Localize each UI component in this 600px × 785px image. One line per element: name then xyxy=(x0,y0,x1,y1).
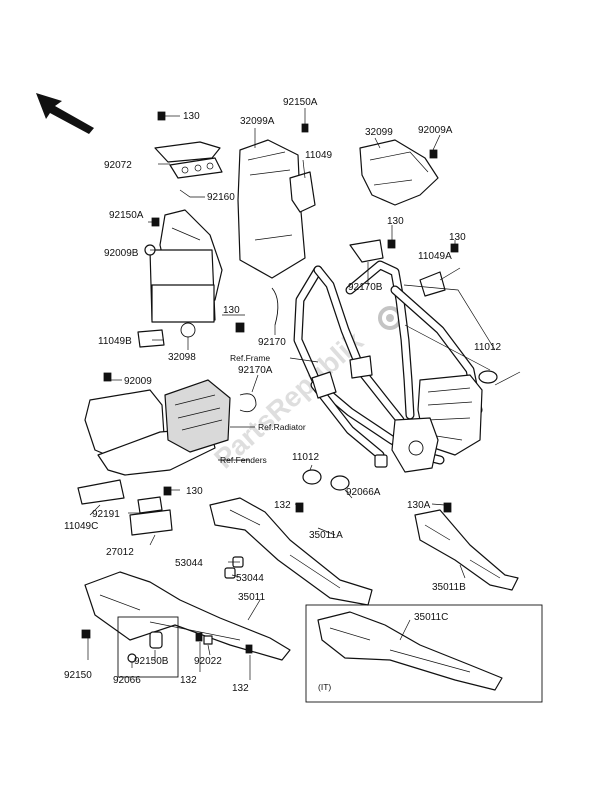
callout-53044: 53044 xyxy=(175,558,203,569)
callout-92160: 92160 xyxy=(207,192,235,203)
clip-92170A xyxy=(239,393,257,413)
clip-92170 xyxy=(271,287,279,326)
callout-92170B: 92170B xyxy=(348,282,383,293)
callout-132: 132 xyxy=(274,500,291,511)
leader-lines xyxy=(87,108,521,680)
cover-32099 xyxy=(359,139,439,206)
bracket-92072 xyxy=(154,141,223,179)
callout-92150A: 92150A xyxy=(109,210,144,221)
callout-11012: 11012 xyxy=(292,452,320,463)
callout-11049B: 11049B xyxy=(98,336,132,347)
cover-32099A xyxy=(237,139,306,279)
callout-130: 130 xyxy=(186,486,203,497)
callout-35011C: 35011C xyxy=(414,612,448,623)
callout-92170A: 92170A xyxy=(238,365,273,376)
callout-35011A: 35011A xyxy=(309,530,343,541)
footrest-bracket-35011A xyxy=(209,497,373,606)
guard-35011 xyxy=(84,571,291,661)
callout-11049C: 11049C xyxy=(64,521,98,532)
radiator-shroud xyxy=(164,379,231,453)
callout-35011B: 35011B xyxy=(432,582,466,593)
callout-11049: 11049 xyxy=(305,150,333,161)
callout-92022: 92022 xyxy=(194,656,222,667)
inset-box xyxy=(305,604,543,703)
bushing-53044 xyxy=(224,556,244,579)
callout-130: 130 xyxy=(183,111,200,122)
footrest-bracket-35011B xyxy=(414,509,519,591)
callout-92150B: 92150B xyxy=(134,656,169,667)
ref-radiator-label: Ref.Radiator xyxy=(258,422,306,432)
plate-27012 xyxy=(129,496,173,536)
direction-arrow-icon xyxy=(36,93,94,134)
fastener-box xyxy=(117,616,179,678)
grommet-icons xyxy=(302,370,498,491)
clip-92170B xyxy=(349,239,384,263)
battery-box-32098 xyxy=(137,249,216,348)
callout-11012: 11012 xyxy=(474,342,502,353)
callout-92191: 92191 xyxy=(92,509,120,520)
callout-92150: 92150 xyxy=(64,670,92,681)
ref-fenders-label: Ref.Fenders xyxy=(220,455,267,465)
callout-132: 132 xyxy=(180,675,197,686)
bracket-11049A xyxy=(419,271,446,297)
bracket-11049C xyxy=(77,479,125,505)
callout-92066A: 92066A xyxy=(346,487,381,498)
callout-92009A: 92009A xyxy=(418,125,453,136)
callout-92066: 92066 xyxy=(113,675,141,686)
callout-92072: 92072 xyxy=(104,160,132,171)
callout-92009B: 92009B xyxy=(104,248,139,259)
callout-132: 132 xyxy=(232,683,249,694)
bracket-11049 xyxy=(289,171,316,213)
callout-32098: 32098 xyxy=(168,352,196,363)
callout-35011: 35011 xyxy=(238,592,266,603)
callout-27012: 27012 xyxy=(106,547,134,558)
watermark: PartsRepublik xyxy=(208,325,369,474)
bolt-icons-bottom xyxy=(81,629,253,654)
callout-130A: 130A xyxy=(407,500,431,511)
callout-32099A: 32099A xyxy=(240,116,275,127)
callout-92009: 92009 xyxy=(124,376,152,387)
callout-11049A: 11049A xyxy=(418,251,452,262)
callout-130: 130 xyxy=(387,216,404,227)
callout-53044: 53044 xyxy=(236,573,264,584)
frame-assembly xyxy=(293,260,483,473)
callout-92170: 92170 xyxy=(258,337,286,348)
callout-92150A: 92150A xyxy=(283,97,318,108)
ref-frame-label: Ref.Frame xyxy=(230,353,270,363)
callout-130: 130 xyxy=(223,305,240,316)
callout-130: 130 xyxy=(449,232,466,243)
callout-32099: 32099 xyxy=(365,127,393,138)
inset-note: (IT) xyxy=(318,682,331,692)
